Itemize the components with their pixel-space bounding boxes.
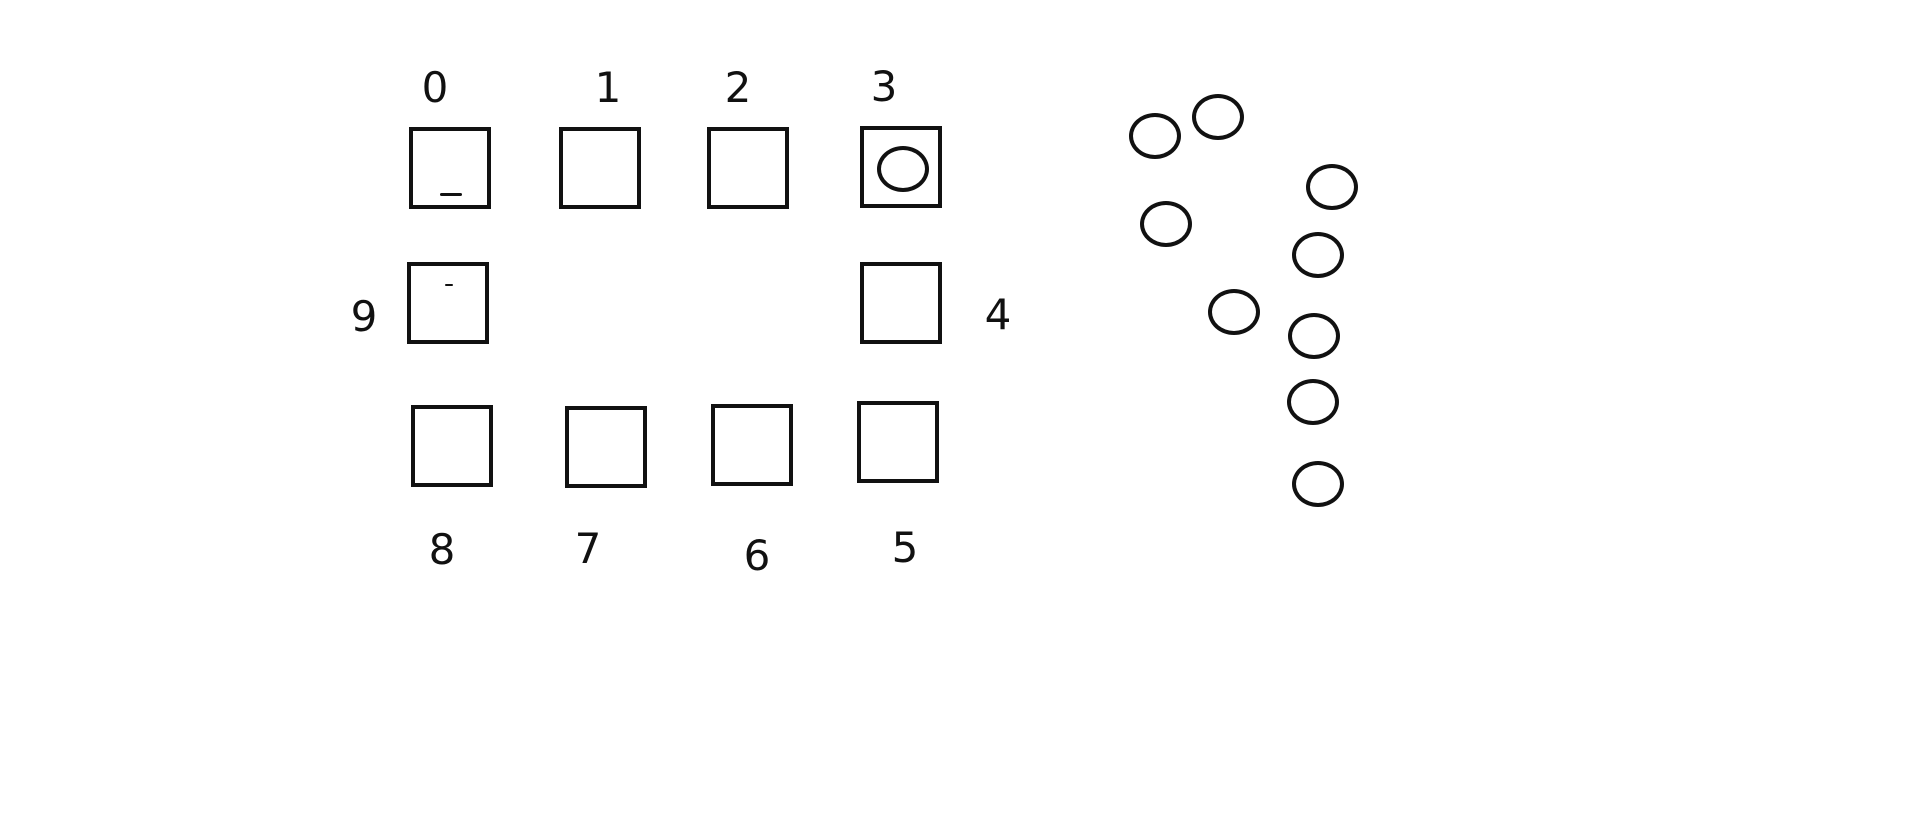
cell-8-box bbox=[411, 405, 493, 487]
cell-4-label: 4 bbox=[984, 290, 1012, 339]
cell-3-token bbox=[877, 146, 929, 192]
cell-6-label: 6 bbox=[743, 531, 771, 580]
cell-5-box bbox=[857, 401, 939, 483]
loose-token-8 bbox=[1287, 379, 1339, 425]
cell-9-box bbox=[407, 262, 489, 344]
cell-3-label: 3 bbox=[870, 62, 898, 111]
loose-token-1 bbox=[1129, 113, 1181, 159]
loose-token-9 bbox=[1292, 461, 1344, 507]
cell-0-box bbox=[409, 127, 491, 209]
loose-token-3 bbox=[1140, 201, 1192, 247]
cell-0-mark bbox=[440, 193, 462, 196]
cell-7-box bbox=[565, 406, 647, 488]
cell-4-box bbox=[860, 262, 942, 344]
cell-1-label: 1 bbox=[594, 63, 622, 112]
loose-token-4 bbox=[1208, 289, 1260, 335]
cell-2-label: 2 bbox=[724, 63, 752, 112]
loose-token-7 bbox=[1288, 313, 1340, 359]
cell-0-label: 0 bbox=[421, 63, 449, 112]
cell-9-label: 9 bbox=[350, 292, 378, 341]
cell-7-label: 7 bbox=[574, 524, 602, 573]
loose-token-6 bbox=[1292, 232, 1344, 278]
loose-token-2 bbox=[1192, 94, 1244, 140]
loose-token-5 bbox=[1306, 164, 1358, 210]
cell-2-box bbox=[707, 127, 789, 209]
cell-1-box bbox=[559, 127, 641, 209]
cell-3-box bbox=[860, 126, 942, 208]
cell-6-box bbox=[711, 404, 793, 486]
cell-8-label: 8 bbox=[428, 525, 456, 574]
cell-9-mark bbox=[445, 284, 453, 286]
cell-5-label: 5 bbox=[891, 523, 919, 572]
